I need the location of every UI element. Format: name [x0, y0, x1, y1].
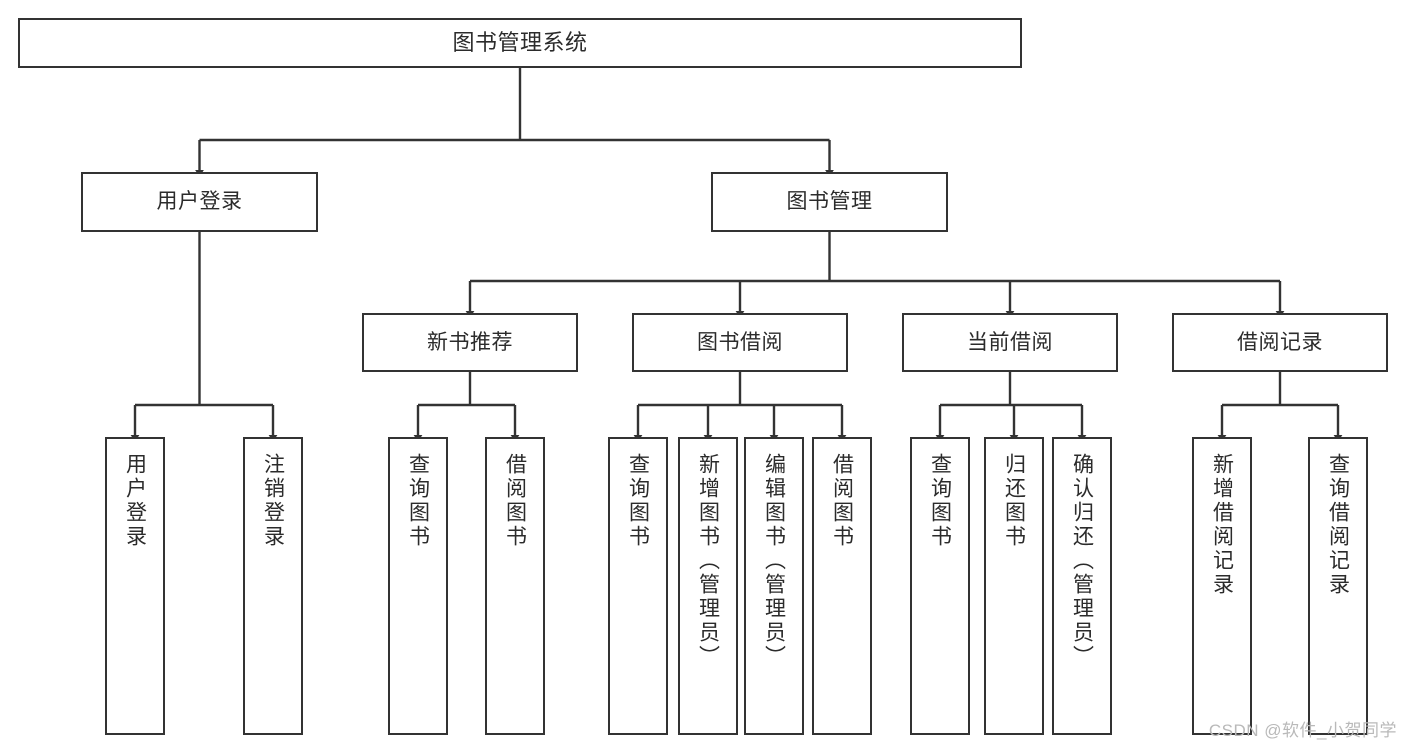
node-leaf-return-book-label: 归还图书: [1002, 453, 1026, 549]
node-leaf-add-book-label: 新增图书（管理员）: [696, 453, 720, 669]
node-book-borrow-label: 图书借阅: [697, 330, 783, 354]
node-leaf-edit-book-label: 编辑图书（管理员）: [762, 453, 786, 669]
node-book-borrow[interactable]: 图书借阅: [632, 313, 848, 372]
node-leaf-logout-label: 注销登录: [261, 453, 285, 549]
node-current-borrow-label: 当前借阅: [967, 330, 1053, 354]
node-new-book-recommend-label: 新书推荐: [427, 330, 513, 354]
node-user-login[interactable]: 用户登录: [81, 172, 318, 232]
node-leaf-query-record[interactable]: 查询借阅记录: [1308, 437, 1368, 735]
node-leaf-user-login-label: 用户登录: [123, 453, 147, 549]
node-borrow-record-label: 借阅记录: [1237, 330, 1323, 354]
node-leaf-query-book-2-label: 查询图书: [626, 453, 650, 549]
node-leaf-query-book-1-label: 查询图书: [406, 453, 430, 549]
node-borrow-record[interactable]: 借阅记录: [1172, 313, 1388, 372]
node-leaf-borrow-book-2-label: 借阅图书: [830, 453, 854, 549]
node-leaf-borrow-book-2[interactable]: 借阅图书: [812, 437, 872, 735]
node-root-label: 图书管理系统: [452, 30, 588, 56]
node-leaf-confirm-return-label: 确认归还（管理员）: [1070, 453, 1094, 669]
node-book-management-label: 图书管理: [786, 190, 873, 214]
node-leaf-query-book-3-label: 查询图书: [928, 453, 952, 549]
node-user-login-label: 用户登录: [156, 190, 243, 214]
node-new-book-recommend[interactable]: 新书推荐: [362, 313, 578, 372]
node-leaf-query-book-3[interactable]: 查询图书: [910, 437, 970, 735]
node-leaf-query-book-1[interactable]: 查询图书: [388, 437, 448, 735]
node-leaf-query-book-2[interactable]: 查询图书: [608, 437, 668, 735]
node-leaf-confirm-return[interactable]: 确认归还（管理员）: [1052, 437, 1112, 735]
node-book-management[interactable]: 图书管理: [711, 172, 948, 232]
node-leaf-borrow-book-1-label: 借阅图书: [503, 453, 527, 549]
node-leaf-add-book[interactable]: 新增图书（管理员）: [678, 437, 738, 735]
node-leaf-add-record-label: 新增借阅记录: [1210, 453, 1234, 597]
node-leaf-return-book[interactable]: 归还图书: [984, 437, 1044, 735]
node-leaf-edit-book[interactable]: 编辑图书（管理员）: [744, 437, 804, 735]
node-leaf-user-login[interactable]: 用户登录: [105, 437, 165, 735]
node-leaf-query-record-label: 查询借阅记录: [1326, 453, 1350, 597]
node-current-borrow[interactable]: 当前借阅: [902, 313, 1118, 372]
node-root[interactable]: 图书管理系统: [18, 18, 1022, 68]
node-leaf-logout[interactable]: 注销登录: [243, 437, 303, 735]
node-leaf-borrow-book-1[interactable]: 借阅图书: [485, 437, 545, 735]
node-leaf-add-record[interactable]: 新增借阅记录: [1192, 437, 1252, 735]
